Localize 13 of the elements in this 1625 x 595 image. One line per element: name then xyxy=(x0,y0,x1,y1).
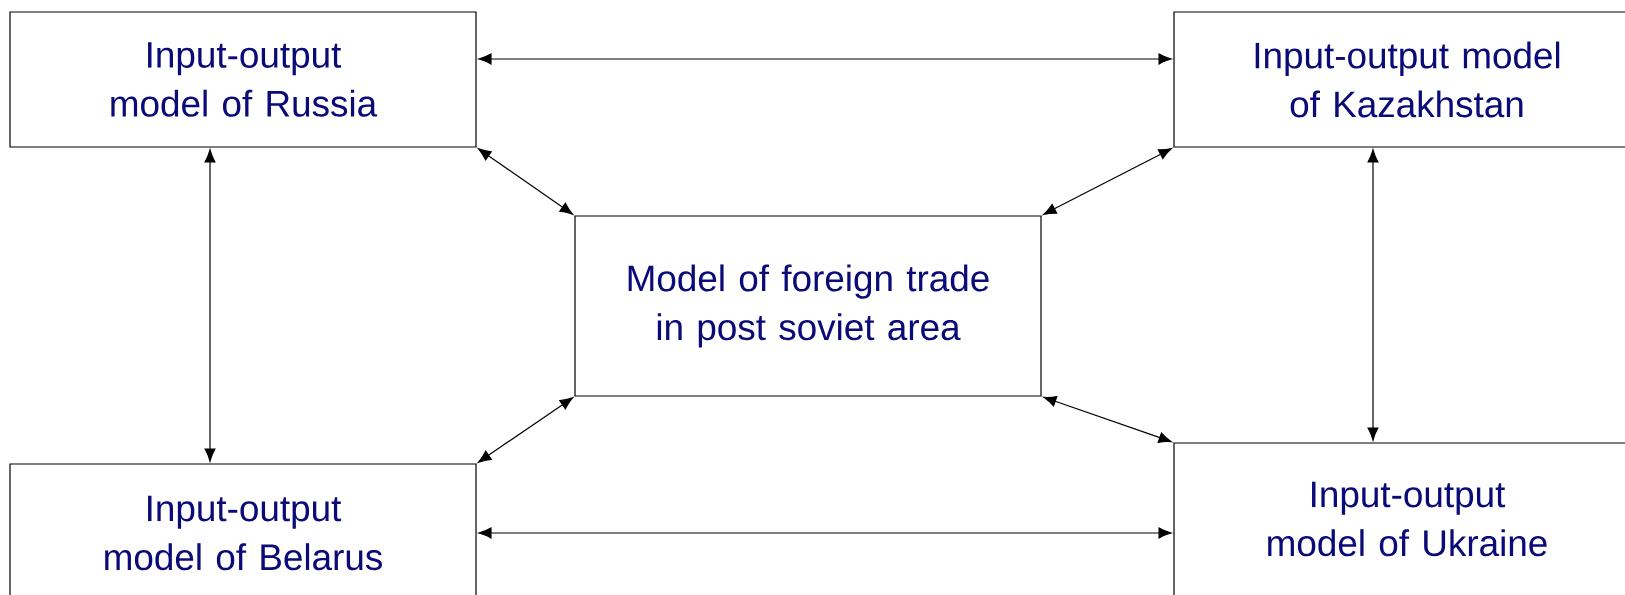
arrow xyxy=(1367,149,1379,441)
model-box: Input-output model of Belarus xyxy=(9,463,477,595)
arrow xyxy=(204,149,216,462)
arrow xyxy=(477,397,574,463)
arrow xyxy=(478,53,1172,65)
model-box: Input-output model of Russia xyxy=(9,11,477,148)
arrow xyxy=(478,527,1172,539)
arrow xyxy=(1043,396,1172,443)
arrow xyxy=(477,148,574,215)
model-box: Model of foreign trade in post soviet area xyxy=(574,215,1042,397)
model-box: Input-output model of Ukraine xyxy=(1173,442,1625,595)
arrow xyxy=(1043,148,1172,215)
model-box: Input-output model of Kazakhstan xyxy=(1173,11,1625,148)
